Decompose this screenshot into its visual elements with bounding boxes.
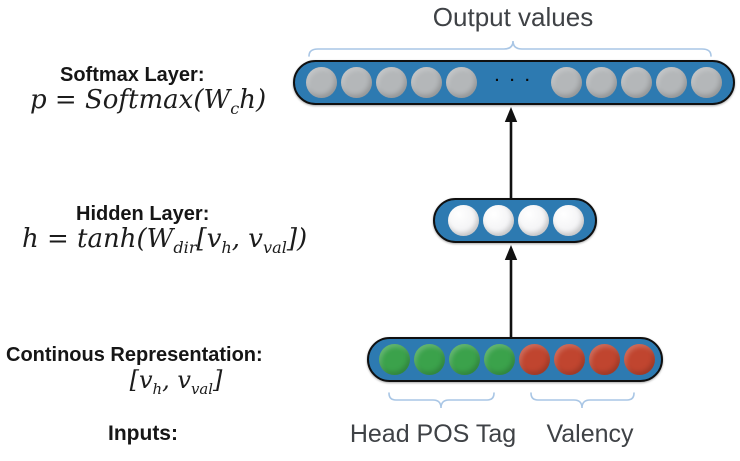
representation-layer-pill	[367, 337, 663, 382]
softmax-layer-title: Softmax Layer:	[60, 64, 205, 86]
softmax-nodes-left	[306, 67, 477, 98]
gray-node	[411, 67, 442, 98]
hidden-formula-part: [v	[196, 224, 222, 254]
hidden-formula-sub: dir	[173, 238, 197, 258]
softmax-formula-sub: c	[230, 99, 240, 119]
white-node	[553, 205, 584, 236]
gray-node	[620, 67, 652, 98]
hidden-formula-part: h = tanh(W	[22, 224, 174, 254]
softmax-nodes-right	[550, 67, 722, 98]
softmax-ellipsis: · · ·	[494, 72, 534, 89]
arrow-hidden-to-softmax	[504, 107, 518, 200]
gray-node	[585, 67, 617, 98]
green-node	[484, 344, 515, 375]
gray-node	[550, 67, 582, 98]
green-node	[414, 344, 445, 375]
red-node	[589, 344, 620, 375]
representation-layer-title: Continous Representation:	[6, 344, 263, 366]
white-node	[448, 205, 479, 236]
hidden-formula-sub: val	[263, 238, 287, 258]
representation-formula: [vh, vval]	[130, 366, 223, 398]
red-node	[554, 344, 585, 375]
hidden-layer-title: Hidden Layer:	[76, 203, 210, 225]
output-values-brace	[308, 40, 712, 57]
head-pos-tag-label: Head POS Tag	[349, 420, 517, 448]
green-node	[449, 344, 480, 375]
arrow-input-to-hidden	[504, 245, 518, 338]
softmax-formula-part: h)	[239, 85, 267, 115]
inputs-label: Inputs:	[108, 422, 178, 445]
repr-formula-part: , v	[162, 366, 191, 394]
hidden-formula-part: , v	[231, 224, 263, 254]
hidden-layer-pill	[433, 198, 597, 243]
representation-nodes	[379, 344, 655, 375]
red-node	[624, 344, 655, 375]
softmax-formula-part: p = Softmax(W	[30, 85, 231, 115]
gray-node	[306, 67, 337, 98]
hidden-formula-sub: h	[221, 238, 232, 258]
red-node	[519, 344, 550, 375]
gray-node	[376, 67, 407, 98]
head-pos-brace	[388, 392, 495, 409]
green-node	[379, 344, 410, 375]
repr-formula-sub: val	[190, 379, 213, 398]
valency-label: Valency	[546, 420, 634, 448]
gray-node	[655, 67, 687, 98]
hidden-formula: h = tanh(Wdir[vh, vval])	[22, 224, 307, 257]
softmax-layer-pill: · · ·	[293, 60, 735, 105]
hidden-formula-part: ])	[286, 224, 308, 254]
gray-node	[446, 67, 477, 98]
white-node	[518, 205, 549, 236]
output-values-label: Output values	[432, 2, 594, 32]
repr-formula-part: ]	[213, 366, 223, 394]
hidden-nodes	[448, 205, 584, 236]
repr-formula-sub: h	[152, 379, 163, 398]
white-node	[483, 205, 514, 236]
repr-formula-part: [v	[129, 366, 153, 394]
valency-brace	[530, 392, 635, 409]
softmax-formula: p = Softmax(Wch)	[30, 85, 266, 118]
gray-node	[690, 67, 722, 98]
gray-node	[341, 67, 372, 98]
